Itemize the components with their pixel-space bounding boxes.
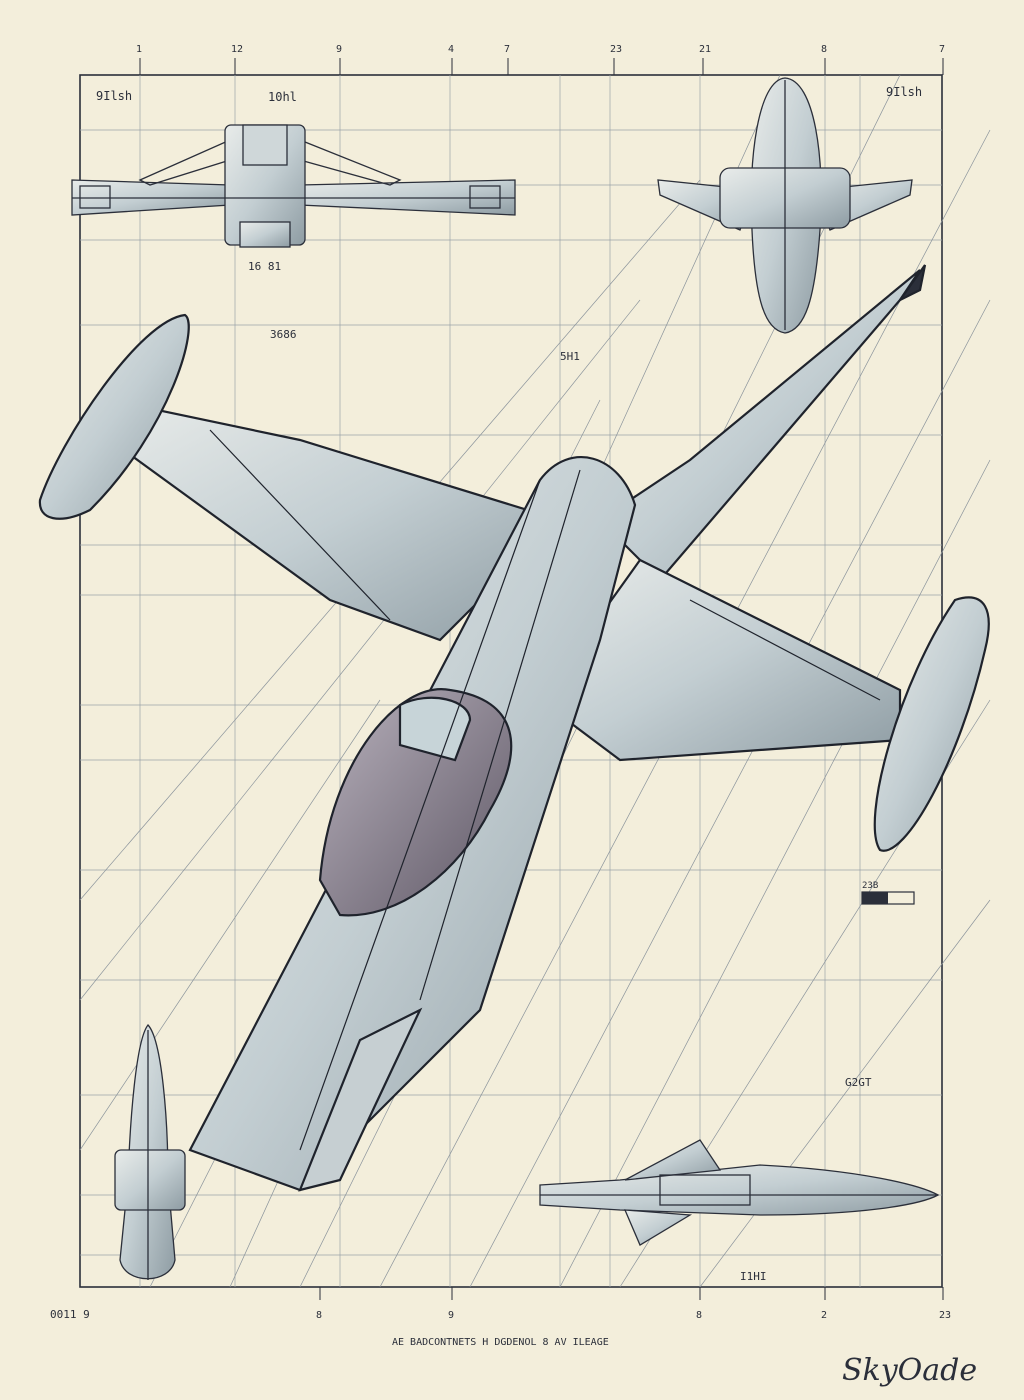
side-view-aircraft [114,1024,186,1280]
top-view-aircraft [71,124,516,248]
dimension-label-a: 3686 [270,328,297,341]
profile-view-aircraft [539,1139,940,1246]
ruler-tick-label: 2 [821,1310,827,1321]
dimension-label-d: 5H1 [560,350,580,363]
ruler-tick-label: 7 [939,44,945,55]
ruler-tick-label: 23 [939,1310,951,1321]
signature: SkyOade [842,1353,977,1388]
ruler-tick-label: 1 [136,44,142,55]
ruler-tick-label: 8 [696,1310,702,1321]
ruler-tick-label: 9 [448,1310,454,1321]
dimension-label-b: G2GT [845,1076,872,1089]
front-view-aircraft [657,77,913,334]
main-perspective-aircraft [38,264,990,1192]
scale-bar-fill [862,892,888,904]
view-dimension-label: 16 81 [248,260,281,273]
caption: AE BADCONTNETS H DGDENOL 8 AV ILEAGE [392,1337,609,1348]
top-view-label: 10hl [268,90,297,104]
ruler-tick-label: 21 [699,44,711,55]
corner-label-right: 9Ilsh [886,85,922,99]
ruler-tick-label: 8 [316,1310,322,1321]
ruler-tick-label: 12 [231,44,243,55]
bottom-left-label: 0011 9 [50,1308,90,1321]
top-ruler: 1 12 9 4 7 23 21 8 7 [136,44,945,75]
construction-line [469,299,991,1288]
scale-label: 23B [862,881,878,891]
ruler-tick-label: 7 [504,44,510,55]
construction-line [79,299,641,1001]
dimension-label-c: I1HI [740,1270,767,1283]
ruler-tick-label: 23 [610,44,622,55]
ruler-tick-label: 4 [448,44,454,55]
bottom-ruler: 8 9 8 2 23 [316,1287,951,1321]
construction-line [79,699,381,1151]
ruler-tick-label: 9 [336,44,342,55]
corner-label-left: 9Ilsh [96,89,132,103]
ruler-tick-label: 8 [821,44,827,55]
construction-line [559,459,991,1288]
construction-line [699,899,991,1288]
